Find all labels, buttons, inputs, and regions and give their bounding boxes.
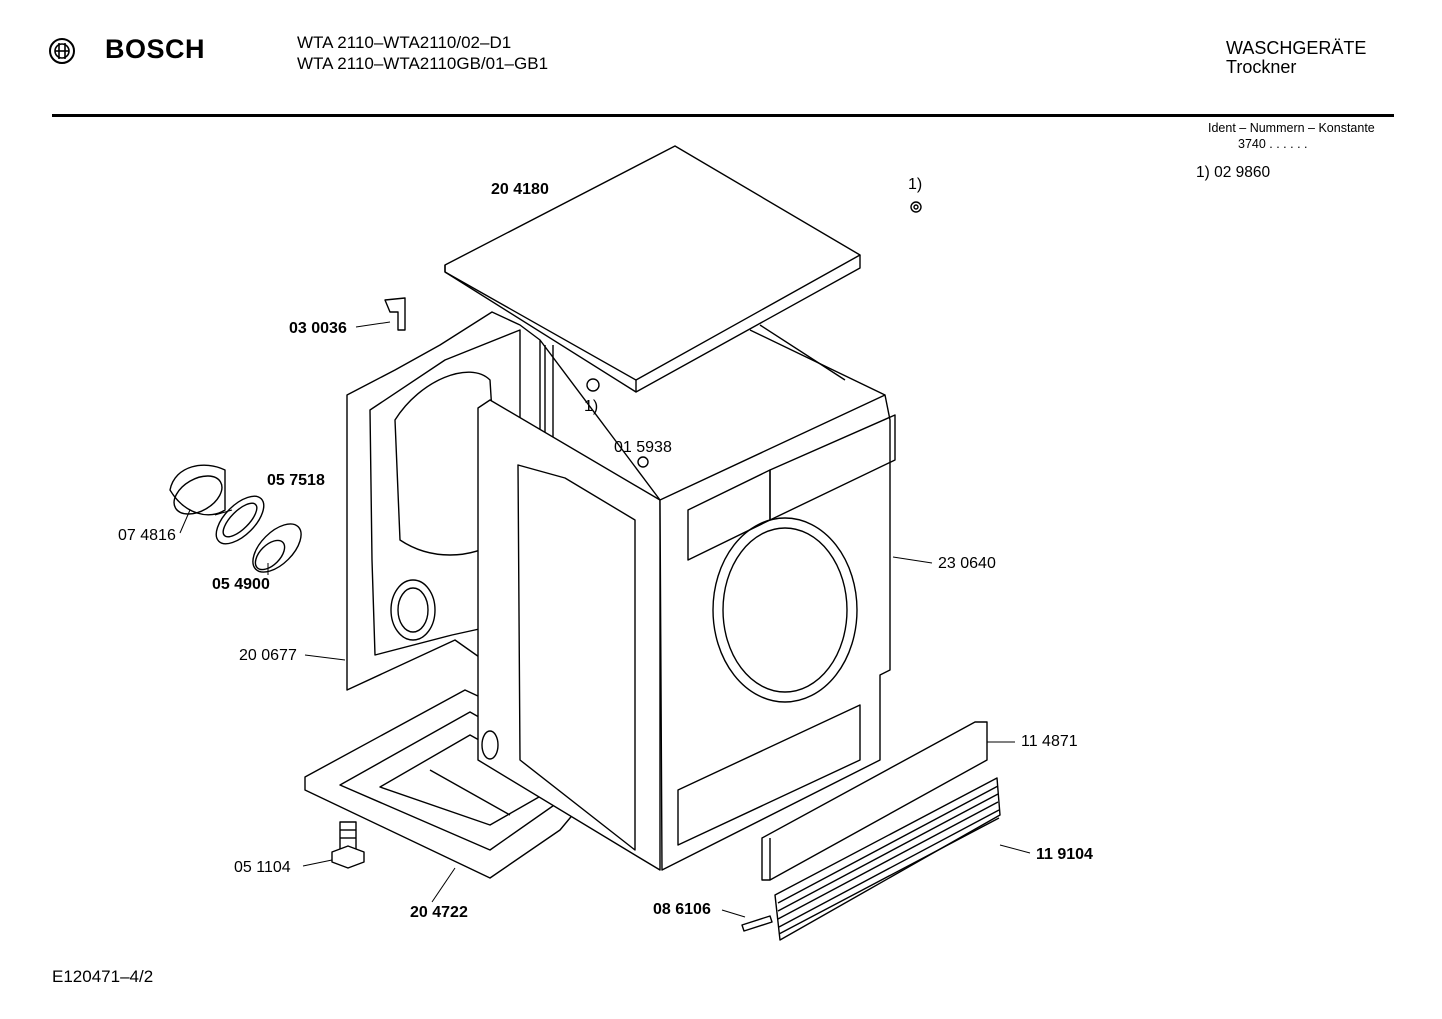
part-label-11-9104: 11 9104 [1036, 846, 1093, 863]
drawing-number: E120471–4/2 [52, 967, 154, 986]
bosch-logo-icon [49, 38, 75, 64]
cover-cap-part [252, 523, 302, 573]
leader-lines [179, 321, 1031, 918]
header-divider [52, 114, 1394, 117]
part-label-05-4900: 05 4900 [212, 576, 270, 593]
part-label-05-7518: 05 7518 [267, 472, 325, 489]
part-label-03-0036: 03 0036 [289, 320, 347, 337]
ident-title: Ident – Nummern – Konstante [1208, 121, 1375, 135]
grille-part [774, 777, 1001, 941]
part-label-20-0677: 20 0677 [239, 647, 297, 664]
part-label-20-4722: 20 4722 [410, 904, 468, 921]
part-label-01-5938: 01 5938 [614, 439, 672, 456]
clip-part [384, 297, 406, 331]
ident-value: 3740 . . . . . . [1238, 137, 1308, 151]
screw-part [586, 201, 922, 468]
top-cover-part [444, 145, 861, 393]
part-label-11-4871: 11 4871 [1021, 733, 1078, 750]
category: WASCHGERÄTE [1226, 38, 1367, 58]
subcategory: Trockner [1226, 57, 1297, 77]
cabinet-body-part [477, 324, 896, 871]
part-label-footnote-top: 1) [908, 176, 923, 193]
part-label-05-1104: 05 1104 [234, 859, 291, 876]
adjustable-foot-part [331, 821, 365, 869]
part-label-23-0640: 23 0640 [938, 555, 996, 572]
brand-name: BOSCH [105, 34, 206, 64]
part-label-07-4816: 07 4816 [118, 527, 176, 544]
model-line-2: WTA 2110–WTA2110GB/01–GB1 [297, 54, 549, 73]
strip-part [741, 915, 773, 932]
part-label-footnote-mid: 1) [584, 398, 599, 415]
kickplate-part [761, 721, 988, 881]
hose-connector-part [169, 464, 226, 516]
model-line-1: WTA 2110–WTA2110/02–D1 [297, 33, 512, 52]
part-label-08-6106: 08 6106 [653, 901, 711, 918]
seal-ring-part [215, 495, 265, 545]
ident-note: 1) 02 9860 [1196, 164, 1271, 181]
part-label-20-4180: 20 4180 [491, 181, 549, 198]
